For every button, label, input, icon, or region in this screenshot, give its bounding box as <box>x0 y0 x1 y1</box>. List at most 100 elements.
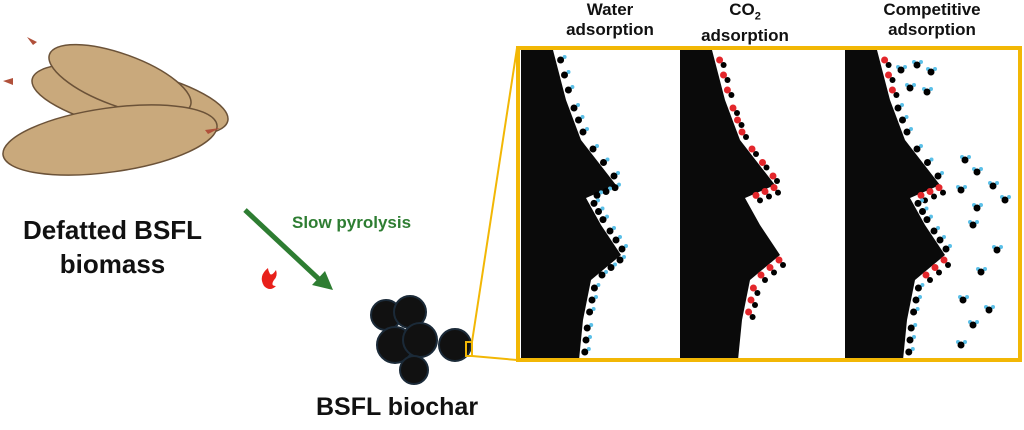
free-water-molecule <box>927 68 935 76</box>
water-molecule <box>612 236 620 244</box>
water-h <box>967 155 971 159</box>
water-h <box>586 347 591 351</box>
process-label: Slow pyrolysis <box>292 213 412 232</box>
water-molecule <box>919 208 926 215</box>
co2-carbon <box>754 290 761 296</box>
water-h <box>995 181 999 185</box>
water-molecule <box>590 199 598 207</box>
co2-carbon <box>780 262 786 268</box>
co2-carbon <box>889 77 896 83</box>
water-h <box>570 85 575 89</box>
water-h <box>999 245 1003 249</box>
co2-molecule <box>917 191 925 199</box>
water-h <box>604 270 608 274</box>
co2-carbon <box>922 197 928 204</box>
free-water-molecule <box>961 156 969 164</box>
biochar-surface <box>680 50 780 360</box>
co2-molecule <box>881 56 889 64</box>
water-h <box>942 235 946 239</box>
water-molecule <box>564 86 572 94</box>
co2-subscript: 2 <box>754 10 761 23</box>
water-h <box>589 323 594 327</box>
water-h <box>605 214 609 219</box>
water-h <box>600 206 605 211</box>
water-h <box>919 60 923 64</box>
water-h <box>919 144 923 148</box>
co2-carbon <box>762 277 768 283</box>
water-h <box>1007 195 1011 199</box>
water-h <box>566 70 571 74</box>
free-water-molecule <box>1001 196 1009 204</box>
water-molecule <box>903 128 911 136</box>
water-h <box>910 347 915 351</box>
water-molecule <box>930 227 938 235</box>
water-h <box>979 203 983 207</box>
water-molecule <box>582 336 590 344</box>
water-molecule <box>913 145 921 153</box>
water-h <box>900 103 904 107</box>
co2-molecule <box>761 188 769 195</box>
co2-molecule <box>752 191 760 199</box>
larvae-illustration <box>2 37 229 176</box>
water-h <box>913 323 918 327</box>
co2-molecule <box>770 184 778 192</box>
co2-molecule <box>723 86 731 94</box>
water-h <box>924 206 929 211</box>
water-h <box>585 127 589 131</box>
pyrolysis-arrow <box>243 208 324 284</box>
water-h <box>594 295 598 299</box>
free-water-molecule <box>977 268 985 276</box>
free-water-molecule <box>973 204 981 212</box>
panel-subtitle: adsorption <box>701 26 789 46</box>
co2-carbon <box>753 151 759 157</box>
panel-label-competitive: Competitive adsorption <box>862 0 1002 40</box>
water-h <box>596 198 600 203</box>
co2-carbon <box>743 134 749 140</box>
water-molecule <box>936 236 944 244</box>
co2-carbon <box>728 92 735 98</box>
water-h <box>562 55 567 59</box>
water-h <box>979 167 983 171</box>
water-molecule <box>914 199 922 207</box>
panel-subtitle: adsorption <box>888 20 976 39</box>
water-molecule <box>907 324 915 332</box>
biomass-label-line1: Defatted BSFL <box>22 215 203 245</box>
co2-molecule <box>745 308 753 316</box>
panel-title: CO2 <box>690 0 800 26</box>
water-molecule <box>934 172 942 180</box>
water-h <box>965 295 969 299</box>
water-h <box>618 235 622 239</box>
water-h <box>624 244 628 248</box>
co2-text: CO <box>729 0 755 19</box>
water-h <box>929 157 934 162</box>
panel-title: Competitive <box>883 0 981 19</box>
co2-carbon <box>775 189 781 196</box>
biochar-surface <box>845 50 945 360</box>
free-water-molecule <box>957 186 965 194</box>
water-h <box>918 295 922 299</box>
water-molecule <box>616 256 624 264</box>
pyrolysis-arrowhead <box>312 271 333 290</box>
co2-molecule <box>729 104 737 112</box>
water-h <box>940 171 944 175</box>
free-water-molecule <box>923 88 931 96</box>
water-molecule <box>581 348 589 356</box>
co2-molecule <box>757 271 765 279</box>
water-h <box>617 182 621 187</box>
panel-label-co2: CO2 adsorption <box>690 0 800 46</box>
panel-subtitle: adsorption <box>566 20 654 39</box>
co2-carbon <box>945 262 951 268</box>
co2-carbon <box>931 193 937 200</box>
biochar-surface <box>521 50 621 360</box>
water-molecule <box>588 296 596 304</box>
free-water-molecule <box>913 61 921 69</box>
co2-carbon <box>893 92 900 98</box>
water-molecule <box>914 284 922 292</box>
co2-molecule <box>720 71 727 79</box>
water-molecule <box>600 159 607 166</box>
water-h <box>912 335 916 339</box>
co2-molecule <box>931 264 939 271</box>
co2-molecule <box>926 188 934 195</box>
co2-carbon <box>927 277 933 283</box>
